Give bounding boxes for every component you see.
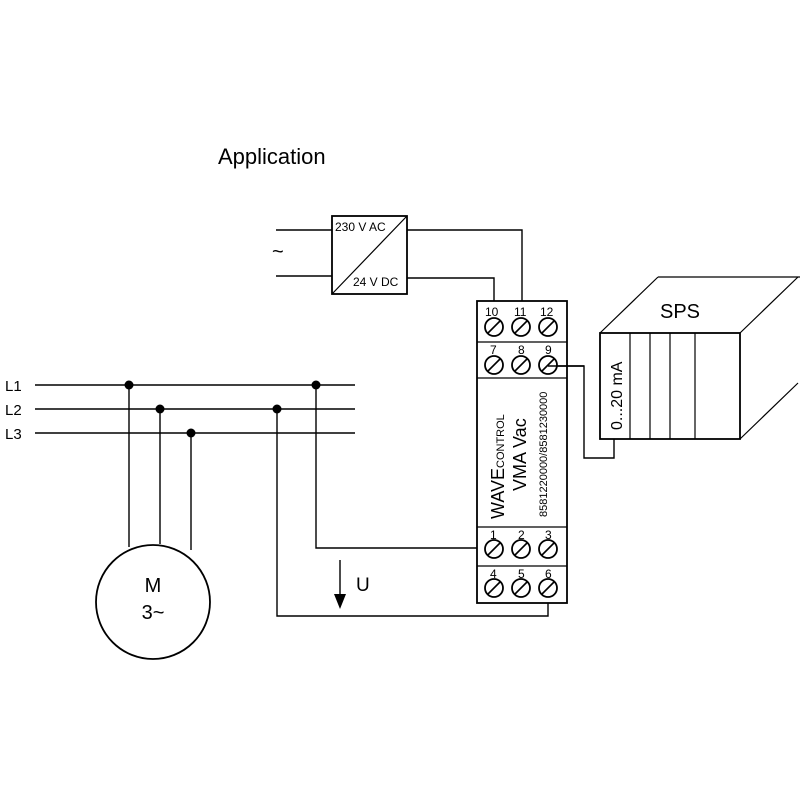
plc-signal-label: 0...20 mA [609,361,626,430]
screw-slot [541,320,555,334]
plc-edge [739,276,799,334]
screw-slot [514,358,528,372]
screw-slot [514,320,528,334]
motor-label-3phase: 3~ [142,602,165,624]
terminal-number: 4 [490,567,497,581]
screw-slot [487,358,501,372]
terminal-number: 10 [485,305,499,319]
terminal-number: 1 [490,528,497,542]
terminal-number: 9 [545,343,552,357]
screw-slot [541,542,555,556]
plc-edge [599,276,659,334]
terminal-number: 5 [518,567,525,581]
ac-symbol: ~ [272,241,284,263]
terminal-number: 7 [490,343,497,357]
terminal-number: 11 [514,305,527,319]
supply-input-label: 230 V AC [335,220,386,234]
voltage-arrow-head [334,594,346,609]
dc-wire-negative [407,277,495,308]
terminal-number: 6 [545,567,552,581]
supply-output-label: 24 V DC [353,275,399,289]
module-model: VMA Vac [510,418,530,491]
power-supply-diagonal [331,215,408,295]
terminal-number: 2 [518,528,525,542]
plc-label: SPS [660,301,700,323]
line-label-l2: L2 [5,402,22,419]
module-part-numbers: 8581220000/8581230000 [538,392,550,517]
screw-slot [541,358,555,372]
measure-wire-terminal-1 [315,385,494,549]
line-label-l1: L1 [5,378,22,395]
screw-slot [487,581,501,595]
diagram-title: Application [218,144,326,169]
motor-label-m: M [145,575,162,597]
dc-wire-positive [407,229,523,308]
terminal-number: 12 [540,305,554,319]
plc-edge [739,382,799,440]
screw-slot [514,542,528,556]
screw-slot [487,320,501,334]
voltage-label: U [356,575,370,596]
terminal-number: 8 [518,343,525,357]
terminal-number: 3 [545,528,552,542]
screw-slot [541,581,555,595]
screw-slot [514,581,528,595]
screw-slot [487,542,501,556]
brand-name: WAVECONTROL [488,414,508,519]
motor-circle [95,544,211,660]
line-label-l3: L3 [5,426,22,443]
